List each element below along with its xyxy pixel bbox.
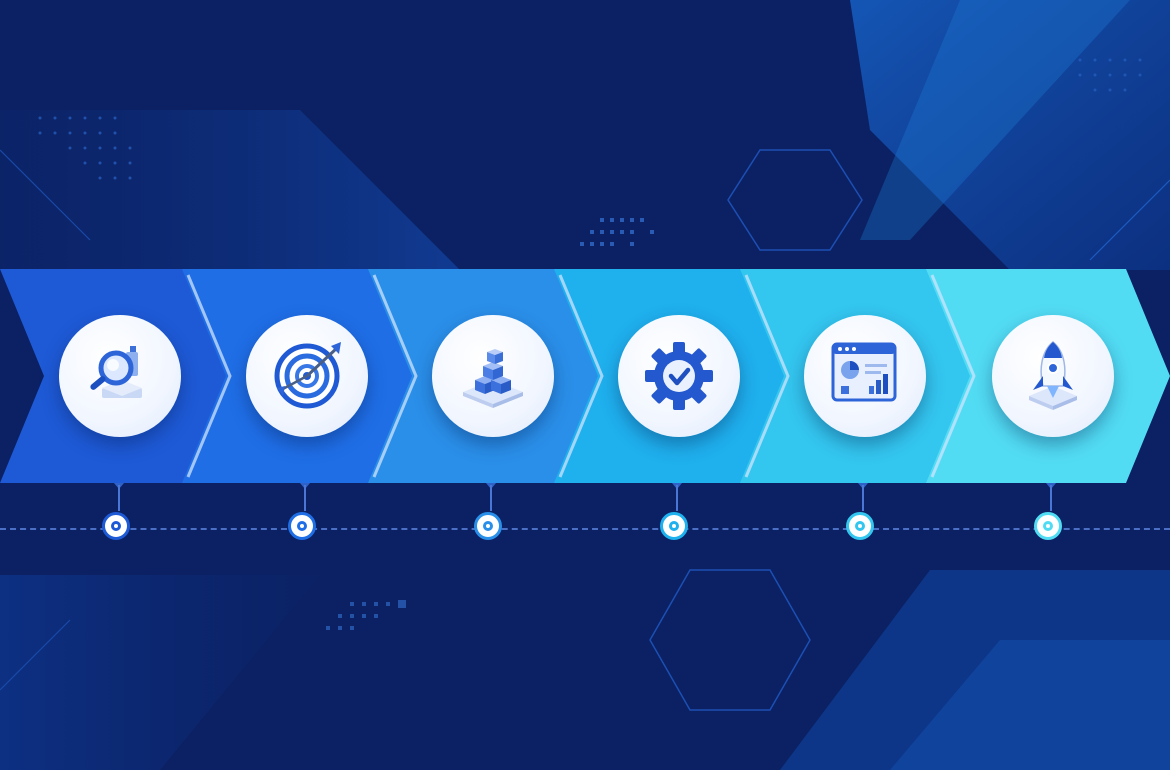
timeline-node (846, 512, 874, 540)
step-icon-badge (992, 315, 1114, 437)
process-step-6 (926, 269, 1170, 483)
cubes-icon (463, 349, 523, 408)
gear-check-icon (645, 342, 713, 410)
timeline-marker-5 (846, 483, 880, 547)
dashboard-icon (831, 342, 897, 402)
step-icon-badge (246, 315, 368, 437)
process-step-3 (368, 269, 606, 483)
timeline-marker-3 (474, 483, 508, 547)
timeline-marker-4 (660, 483, 694, 547)
step-icon-badge (618, 315, 740, 437)
bg-dot-grid-center (580, 218, 654, 246)
timeline-marker-1 (102, 483, 136, 547)
timeline-marker-2 (288, 483, 322, 547)
timeline-node (474, 512, 502, 540)
step-icon-badge (432, 315, 554, 437)
bg-chevron-top-right (850, 0, 1170, 270)
target-icon (274, 342, 341, 409)
bg-chevron-bottom-right (780, 570, 1170, 770)
bg-dot-grid-left (38, 116, 132, 180)
process-step-4 (554, 269, 792, 483)
bg-dot-grid-bottom (326, 600, 406, 630)
timeline-node (102, 512, 130, 540)
rocket-icon (1029, 341, 1077, 410)
process-step-1 (0, 269, 232, 483)
bg-chevron-top-left (0, 110, 460, 270)
timeline-dashed-line (0, 528, 1170, 530)
timeline-marker-6 (1034, 483, 1068, 547)
bg-chevron-bottom-left (0, 575, 320, 770)
bg-dot-grid-right (1078, 58, 1142, 92)
timeline-node (1034, 512, 1062, 540)
step-icon-badge (59, 315, 181, 437)
step-icon-badge (804, 315, 926, 437)
timeline-node (288, 512, 316, 540)
process-step-5 (740, 269, 978, 483)
magnifier-icon (90, 346, 142, 398)
process-step-2 (182, 269, 420, 483)
timeline-node (660, 512, 688, 540)
